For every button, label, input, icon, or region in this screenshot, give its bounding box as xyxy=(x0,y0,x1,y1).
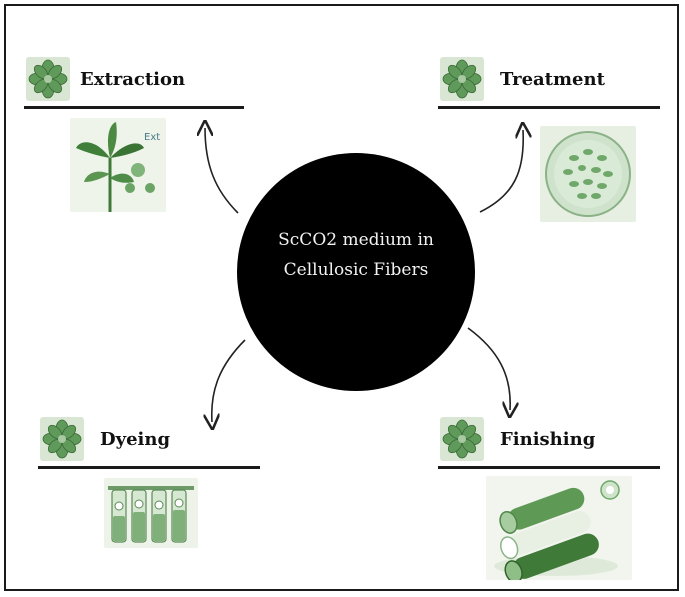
heading-treatment: Treatment xyxy=(500,69,605,90)
rule-extraction xyxy=(24,106,244,109)
arrow-to-treatment xyxy=(479,130,523,213)
rule-finishing xyxy=(438,466,660,469)
fabric-rolls-icon xyxy=(486,476,632,580)
cell-dish-icon xyxy=(540,126,636,222)
flower-badge-icon xyxy=(440,417,484,461)
center-title: ScCO2 medium in Cellulosic Fibers xyxy=(237,225,475,285)
heading-finishing: Finishing xyxy=(500,429,596,450)
illustration-text: Ext xyxy=(144,132,161,143)
leaf-plant-icon: Ext xyxy=(70,118,166,212)
flower-badge-icon xyxy=(440,57,484,101)
flower-badge-icon xyxy=(26,57,70,101)
center-hub: ScCO2 medium in Cellulosic Fibers xyxy=(237,153,475,391)
rule-dyeing xyxy=(38,466,260,469)
arrow-to-extraction xyxy=(205,128,239,214)
dye-tubes-icon xyxy=(104,478,198,548)
heading-dyeing: Dyeing xyxy=(100,429,171,450)
rule-treatment xyxy=(438,106,660,109)
arrow-to-dyeing xyxy=(212,339,246,422)
center-title-line1: ScCO2 medium in xyxy=(278,230,434,250)
flower-badge-icon xyxy=(40,417,84,461)
heading-extraction: Extraction xyxy=(80,69,186,90)
center-title-line2: Cellulosic Fibers xyxy=(283,260,429,280)
arrow-to-finishing xyxy=(467,327,510,410)
